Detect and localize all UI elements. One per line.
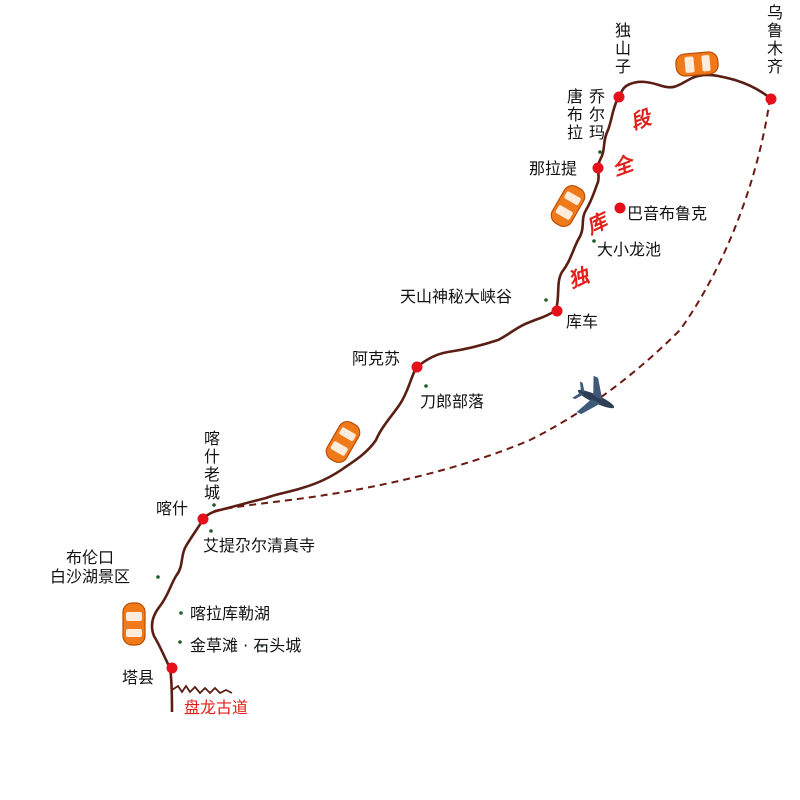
car-icon [122, 602, 146, 646]
panlong-road [171, 684, 233, 695]
label-tangbula: 唐布拉 [566, 87, 583, 142]
car-icon [325, 421, 361, 463]
airplane-icon [572, 375, 615, 415]
label-taxian: 塔县 [122, 668, 155, 687]
label-kuche: 库车 [566, 312, 599, 331]
label-daxiaolongchi: 大小龙池 [597, 240, 662, 259]
label-bayinbuluke: 巴音布鲁克 [627, 204, 708, 223]
label-dushanzi: 独山子 [614, 21, 631, 76]
label-baisha-lake: 白沙湖景区 [50, 567, 131, 586]
car-icon [675, 51, 719, 77]
dot-aitigaer [209, 529, 213, 533]
dot-baisha [156, 575, 160, 579]
car-icon [550, 185, 586, 227]
dot-middot [260, 644, 264, 648]
label-jincaotan: 金草滩 · 石头城 [190, 636, 302, 655]
dot-jincaotan [178, 640, 182, 644]
label-panlong: 盘龙古道 [184, 698, 249, 717]
label-karakul: 喀拉库勒湖 [190, 604, 271, 623]
label-aitigaer: 艾提尕尔清真寺 [203, 536, 316, 555]
label-daolang: 刀郎部落 [420, 392, 485, 411]
label-bulunkou: 布伦口 [66, 548, 115, 567]
poi-dots [156, 150, 602, 648]
label-kashi-oldtown: 喀什老城 [203, 429, 220, 502]
dot-daxiaolongchi [592, 239, 596, 243]
label-tianshan-canyon: 天山神秘大峡谷 [400, 287, 513, 306]
dot-daolang [424, 384, 428, 388]
label-qiaoerma: 乔尔玛 [588, 87, 605, 142]
label-akesu: 阿克苏 [352, 349, 401, 368]
label-nalati: 那拉提 [529, 159, 578, 178]
dot-kashi [197, 513, 209, 525]
dot-akesu [411, 361, 423, 373]
dot-tangbula [598, 150, 602, 154]
flight-route [209, 97, 771, 513]
dot-urumqi [765, 93, 777, 105]
dot-karakul [179, 611, 183, 615]
dot-kashi-oldtown [212, 503, 216, 507]
label-urumqi: 乌鲁木齐 [766, 3, 783, 76]
dot-kuche [551, 305, 563, 317]
city-dots [166, 91, 777, 674]
dot-dushanzi [613, 91, 625, 103]
dot-taxian [166, 662, 178, 674]
dot-bayinbuluke [614, 202, 626, 214]
dot-nalati [592, 162, 604, 174]
dot-canyon [544, 298, 548, 302]
label-kashi: 喀什 [156, 499, 189, 518]
